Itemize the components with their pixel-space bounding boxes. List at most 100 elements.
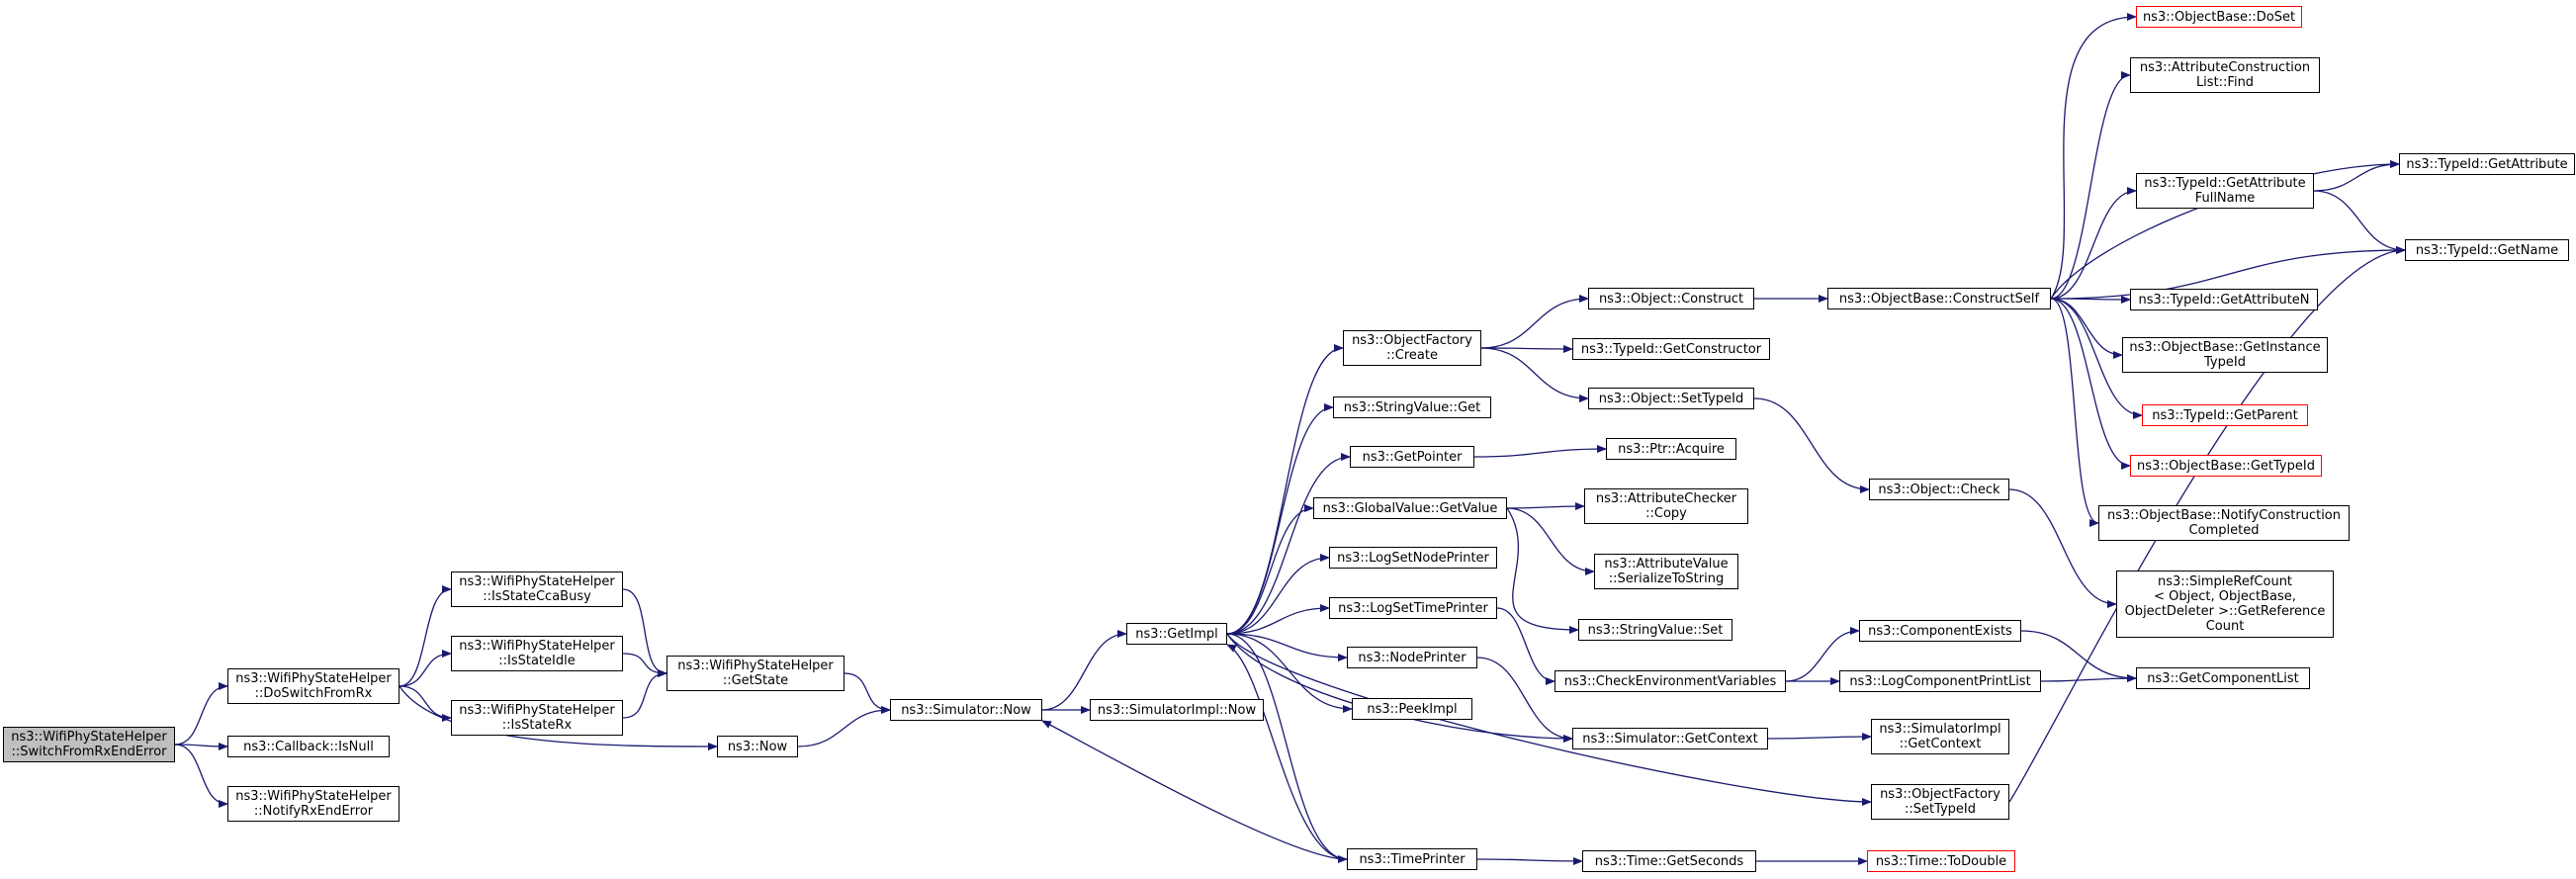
- node-object-check[interactable]: ns3::Object::Check: [1869, 479, 2009, 500]
- node-label-line: ::IsStateIdle: [498, 654, 576, 668]
- node-log-set-node-printer[interactable]: ns3::LogSetNodePrinter: [1329, 547, 1497, 569]
- edge-timeprinter-to-simnow: [1041, 720, 1348, 860]
- node-simulator-get-context[interactable]: ns3::Simulator::GetContext: [1572, 728, 1768, 749]
- node-label-line: ns3::ComponentExists: [1868, 623, 2012, 639]
- node-object-factory-set-type-id[interactable]: ns3::ObjectFactory::SetTypeId: [1871, 784, 2009, 820]
- node-get-pointer[interactable]: ns3::GetPointer: [1350, 446, 1474, 468]
- node-switch-from-rx-end-error: ns3::WifiPhyStateHelper::SwitchFromRxEnd…: [3, 727, 175, 762]
- edge-nodeprinter-to-simgetctx: [1476, 657, 1573, 743]
- node-get-impl[interactable]: ns3::GetImpl: [1126, 623, 1227, 645]
- node-simulator-impl-now[interactable]: ns3::SimulatorImpl::Now: [1090, 699, 1264, 721]
- edge-timeprinter-to-timegetsec: [1476, 856, 1583, 865]
- edge-switch-to-cbisnull: [174, 742, 228, 750]
- edge-getimpl-to-ofsettypeid: [1226, 633, 1872, 806]
- node-object-base-do-set[interactable]: ns3::ObjectBase::DoSet: [2136, 6, 2302, 28]
- edge-getimpl-to-getpointer: [1226, 453, 1351, 635]
- node-attribute-value-serialize[interactable]: ns3::AttributeValue::SerializeToString: [1594, 554, 1738, 589]
- node-label-line: ns3::Time::ToDouble: [1875, 853, 2007, 869]
- edge-ofcreate-to-tidgetctor: [1480, 344, 1573, 353]
- node-label-line: ns3::ObjectBase::NotifyConstruction: [2107, 508, 2341, 523]
- node-is-state-cca-busy[interactable]: ns3::WifiPhyStateHelper::IsStateCcaBusy: [451, 571, 623, 607]
- node-string-value-set[interactable]: ns3::StringValue::Set: [1578, 619, 1732, 641]
- node-object-set-type-id[interactable]: ns3::Object::SetTypeId: [1588, 388, 1754, 409]
- edge-logtime-to-checkenv: [1496, 607, 1555, 685]
- node-get-component-list[interactable]: ns3::GetComponentList: [2136, 667, 2310, 689]
- node-simulator-now[interactable]: ns3::Simulator::Now: [890, 699, 1042, 721]
- node-typeid-get-constructor[interactable]: ns3::TypeId::GetConstructor: [1572, 338, 1770, 360]
- node-object-construct[interactable]: ns3::Object::Construct: [1588, 288, 1754, 309]
- edge-ofcreate-to-objsettypeid: [1480, 347, 1589, 402]
- node-check-environment-variables[interactable]: ns3::CheckEnvironmentVariables: [1554, 670, 1786, 692]
- node-simulator-impl-get-context[interactable]: ns3::SimulatorImpl::GetContext: [1871, 719, 2009, 754]
- edge-getimpl-to-timeprinter: [1226, 633, 1348, 863]
- node-simple-ref-count-get-reference-count[interactable]: ns3::SimpleRefCount< Object, ObjectBase,…: [2116, 571, 2334, 638]
- node-label-line: ::SerializeToString: [1608, 571, 1725, 586]
- edge-obconstructself-to-obdoset: [2050, 13, 2137, 300]
- node-label-line: ns3::SimulatorImpl::Now: [1097, 702, 1257, 718]
- node-callback-is-null[interactable]: ns3::Callback::IsNull: [227, 736, 390, 757]
- node-label-line: ns3::TypeId::GetName: [2415, 242, 2559, 258]
- node-label-line: ns3::AttributeValue: [1604, 557, 1729, 571]
- edge-obconstructself-to-obgetinst: [2050, 298, 2123, 359]
- node-label-line: ::Copy: [1645, 506, 1687, 521]
- node-now[interactable]: ns3::Now: [717, 736, 798, 757]
- node-typeid-get-attribute-n[interactable]: ns3::TypeId::GetAttributeN: [2130, 289, 2318, 310]
- edge-gvgetvalue-to-accopy: [1506, 502, 1585, 511]
- node-time-printer[interactable]: ns3::TimePrinter: [1347, 848, 1477, 870]
- node-ptr-acquire[interactable]: ns3::Ptr::Acquire: [1606, 438, 1736, 460]
- edge-obconstructself-to-tidgetattrn: [2050, 295, 2131, 304]
- node-label-line: ns3::WifiPhyStateHelper: [459, 639, 615, 654]
- node-attribute-checker-copy[interactable]: ns3::AttributeChecker::Copy: [1584, 488, 1748, 524]
- node-get-state[interactable]: ns3::WifiPhyStateHelper::GetState: [666, 656, 844, 691]
- node-label-line: ns3::Object::Check: [1878, 482, 2000, 497]
- node-label-line: ns3::PeekImpl: [1367, 701, 1458, 717]
- edge-getimpl-to-logtime: [1226, 604, 1330, 635]
- node-label-line: ns3::TypeId::GetParent: [2152, 407, 2298, 423]
- node-component-exists[interactable]: ns3::ComponentExists: [1859, 620, 2021, 642]
- node-peek-impl[interactable]: ns3::PeekImpl: [1352, 698, 1472, 720]
- edge-switch-to-notifyrx: [174, 744, 228, 808]
- node-global-value-get-value[interactable]: ns3::GlobalValue::GetValue: [1313, 497, 1507, 519]
- edge-tidgetattrfull-to-tidgetname: [2313, 190, 2406, 254]
- edge-obconstructself-to-obnotify: [2050, 298, 2099, 527]
- node-typeid-get-parent[interactable]: ns3::TypeId::GetParent: [2142, 404, 2308, 426]
- edge-obconstructself-to-obgettypeid: [2050, 298, 2131, 470]
- node-typeid-get-name[interactable]: ns3::TypeId::GetName: [2405, 239, 2569, 261]
- node-log-set-time-printer[interactable]: ns3::LogSetTimePrinter: [1329, 597, 1497, 619]
- edge-timeprinter-to-getimpl: [1226, 644, 1348, 860]
- node-object-factory-create[interactable]: ns3::ObjectFactory::Create: [1343, 330, 1481, 366]
- edge-staterx-to-getstate: [622, 669, 667, 719]
- edge-obconstructself-to-aclistfind: [2050, 71, 2131, 300]
- node-node-printer[interactable]: ns3::NodePrinter: [1347, 647, 1477, 668]
- node-label-line: Completed: [2188, 523, 2260, 538]
- edge-checkenv-to-compexists: [1785, 627, 1860, 682]
- node-label-line: ns3::Ptr::Acquire: [1618, 441, 1725, 457]
- node-typeid-get-attribute[interactable]: ns3::TypeId::GetAttribute: [2399, 153, 2575, 175]
- node-notify-rx-end-error[interactable]: ns3::WifiPhyStateHelper::NotifyRxEndErro…: [227, 786, 400, 822]
- node-label-line: ns3::WifiPhyStateHelper: [235, 789, 392, 804]
- node-string-value-get[interactable]: ns3::StringValue::Get: [1333, 396, 1491, 418]
- edge-doswitch-to-ccabusy: [399, 585, 452, 687]
- node-label-line: ns3::Simulator::GetContext: [1582, 731, 1758, 747]
- node-object-base-get-type-id[interactable]: ns3::ObjectBase::GetTypeId: [2130, 455, 2322, 477]
- node-time-get-seconds[interactable]: ns3::Time::GetSeconds: [1582, 850, 1756, 872]
- node-object-base-construct-self[interactable]: ns3::ObjectBase::ConstructSelf: [1827, 288, 2051, 309]
- node-label-line: ::GetState: [722, 673, 789, 688]
- node-is-state-idle[interactable]: ns3::WifiPhyStateHelper::IsStateIdle: [451, 636, 623, 671]
- node-time-to-double[interactable]: ns3::Time::ToDouble: [1867, 850, 2015, 872]
- node-is-state-rx[interactable]: ns3::WifiPhyStateHelper::IsStateRx: [451, 700, 623, 736]
- node-log-component-print-list[interactable]: ns3::LogComponentPrintList: [1839, 670, 2041, 692]
- node-do-switch-from-rx[interactable]: ns3::WifiPhyStateHelper::DoSwitchFromRx: [227, 668, 400, 704]
- node-label-line: TypeId: [2204, 355, 2246, 370]
- edge-getstate-to-simnow: [844, 672, 891, 714]
- node-label-line: ns3::SimpleRefCount: [2157, 574, 2293, 589]
- node-label-line: ns3::TypeId::GetAttribute: [2144, 176, 2306, 191]
- node-label-line: ::IsStateCcaBusy: [483, 589, 591, 604]
- node-label-line: ns3::WifiPhyStateHelper: [235, 671, 392, 686]
